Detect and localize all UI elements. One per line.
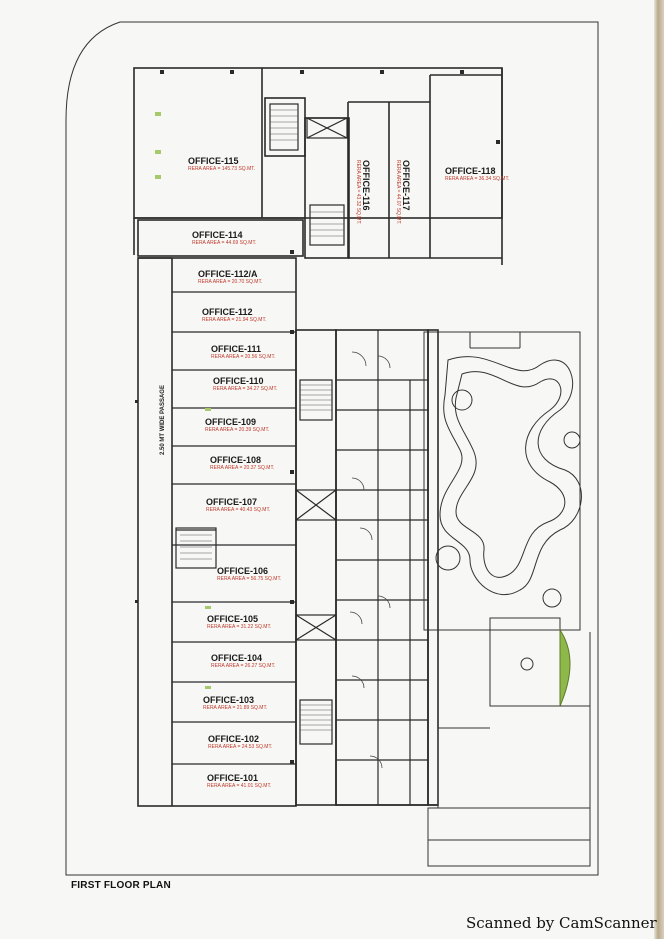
office-name: OFFICE-105 [207, 614, 259, 624]
office-name: OFFICE-104 [211, 653, 263, 663]
office-name: OFFICE-118 [445, 166, 496, 176]
rera-area: RERA AREA = 20.37 SQ.MT. [210, 465, 275, 471]
office-name: OFFICE-106 [217, 566, 269, 576]
paper-edge [654, 0, 664, 939]
passage-label: 2.50 MT WIDE PASSAGE [160, 385, 166, 455]
office-name: OFFICE-112 [202, 307, 253, 317]
plan-title: FIRST FLOOR PLAN [71, 880, 171, 891]
rera-area: RERA AREA = 20.56 SQ.MT. [211, 354, 276, 360]
pool-inner [454, 371, 566, 578]
building-walls [133, 67, 503, 807]
office-114-room [137, 219, 304, 257]
garden-boundary [423, 331, 581, 631]
left-wing [137, 257, 297, 807]
green-lawn [559, 628, 571, 707]
rera-area: RERA AREA = 20.70 SQ.MT. [198, 279, 263, 285]
office-name: OFFICE-114 [192, 230, 243, 240]
office-name: OFFICE-107 [206, 497, 258, 507]
door-swings [349, 351, 391, 769]
office-name: OFFICE-117 [401, 160, 411, 211]
office-name: OFFICE-108 [210, 455, 262, 465]
office-name: OFFICE-111 [211, 344, 262, 354]
office-name: OFFICE-103 [203, 695, 255, 705]
office-name: OFFICE-102 [208, 734, 260, 744]
rera-area: RERA AREA = 43.32 SQ.MT. [355, 160, 361, 225]
rera-area: RERA AREA = 44.69 SQ.MT. [192, 240, 257, 246]
office-name: OFFICE-101 [207, 773, 259, 783]
pool-outline [439, 356, 582, 596]
rera-area: RERA AREA = 40.43 SQ.MT. [206, 507, 271, 513]
rera-area: RERA AREA = 44.07 SQ.MT. [395, 160, 401, 225]
site-boundary [65, 21, 599, 876]
rera-area: RERA AREA = 21.89 SQ.MT. [203, 705, 268, 711]
rera-area: RERA AREA = 21.94 SQ.MT. [202, 317, 267, 323]
office-name: OFFICE-112/A [198, 269, 258, 279]
scanner-watermark: Scanned by CamScanner [466, 914, 657, 932]
office-partitions [172, 103, 428, 805]
office-name: OFFICE-109 [205, 417, 257, 427]
rera-area: RERA AREA = 36.34 SQ.MT. [445, 176, 510, 182]
office-name: OFFICE-116 [361, 160, 371, 211]
green-markers [155, 112, 211, 689]
rera-area: RERA AREA = 20.39 SQ.MT. [205, 427, 270, 433]
rera-area: RERA AREA = 41.01 SQ.MT. [207, 783, 272, 789]
garden-zone [423, 331, 591, 867]
rera-area: RERA AREA = 56.75 SQ.MT. [217, 576, 282, 582]
columns [135, 70, 500, 764]
rera-area: RERA AREA = 26.27 SQ.MT. [211, 663, 276, 669]
rera-area: RERA AREA = 34.27 SQ.MT. [213, 386, 278, 392]
rera-area: RERA AREA = 31.22 SQ.MT. [207, 624, 272, 630]
office-name: OFFICE-115 [188, 156, 239, 166]
rera-area: RERA AREA = 24.53 SQ.MT. [208, 744, 273, 750]
rera-area: RERA AREA = 145.73 SQ.MT. [188, 166, 256, 172]
top-block [133, 67, 503, 219]
office-name: OFFICE-110 [213, 376, 264, 386]
stair-treads [180, 109, 344, 731]
